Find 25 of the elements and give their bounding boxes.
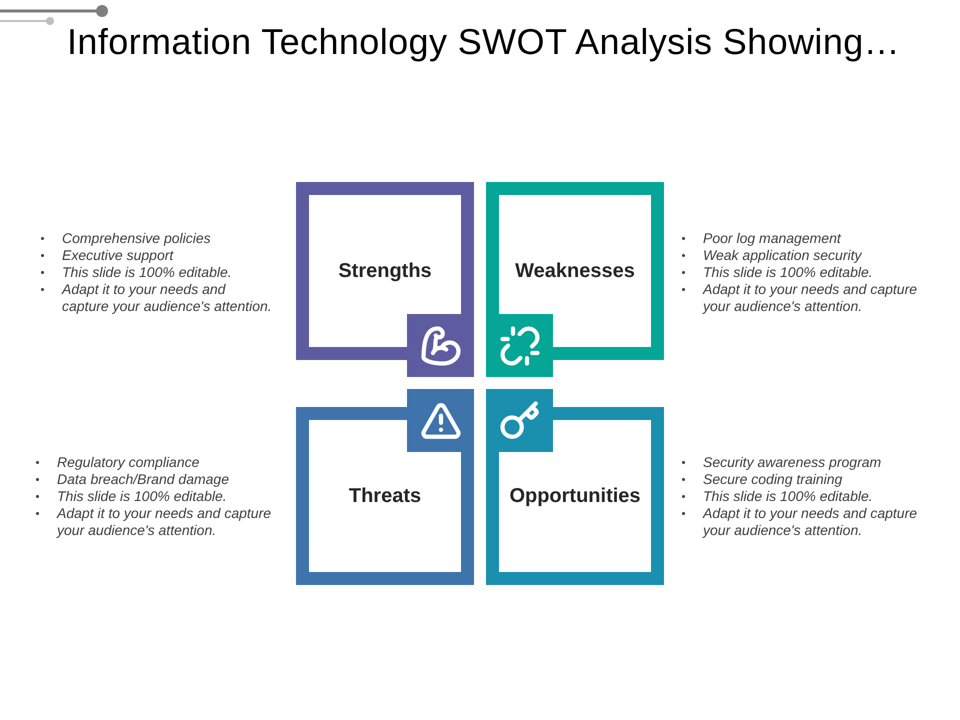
bullet-text: Secure coding training: [703, 471, 844, 488]
bullet-text: Adapt it to your needs and capture your audience's attention.: [57, 505, 272, 539]
quadrant-label: Weaknesses: [515, 258, 635, 284]
bullet-text: Executive support: [62, 247, 175, 264]
bullet-text: This slide is 100% editable.: [703, 264, 874, 281]
quadrant-label: Opportunities: [509, 484, 641, 508]
slide-title: Information Technology SWOT Analysis Showing…: [67, 20, 900, 64]
bullet-text: Security awareness program: [703, 454, 882, 471]
quadrant-box: [296, 407, 474, 585]
bullet-text: Adapt it to your needs and capture your audience's attention.: [703, 505, 918, 539]
bullet-text: Adapt it to your needs and capture your audience's attention.: [703, 281, 918, 315]
bullet-text: Data breach/Brand damage: [57, 471, 230, 488]
quadrant-box: [486, 407, 664, 585]
bullet-text: Weak application security: [703, 247, 863, 264]
bullet-text: Adapt it to your needs and capture your audience's attention.: [62, 281, 273, 315]
bullet-text: This slide is 100% editable.: [57, 488, 228, 505]
bullet-text: Poor log management: [703, 230, 842, 247]
quadrant-box: [296, 182, 474, 360]
bullet-text: This slide is 100% editable.: [703, 488, 874, 505]
bullet-text: Comprehensive policies: [62, 230, 212, 247]
quadrant-label: Strengths: [338, 258, 432, 284]
quadrant-label: Threats: [348, 484, 422, 508]
bullet-text: This slide is 100% editable.: [62, 264, 233, 281]
bullet-text: Regulatory compliance: [57, 454, 200, 471]
quadrant-box: [486, 182, 664, 360]
